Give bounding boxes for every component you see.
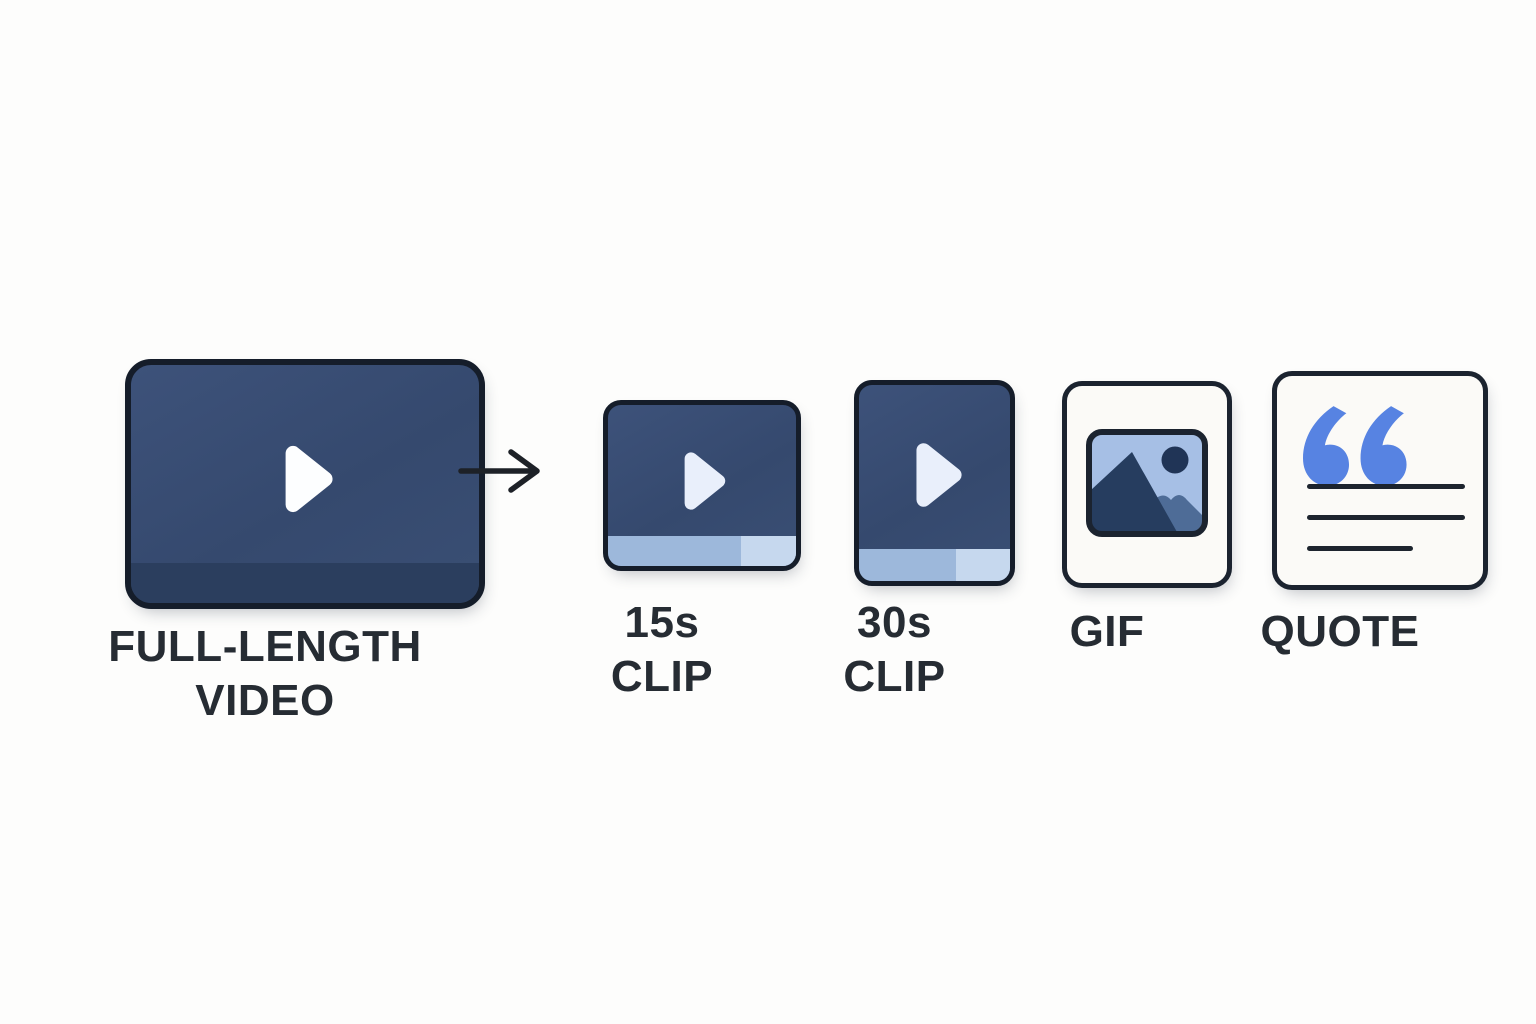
- quote-text-line: [1307, 484, 1465, 489]
- full-length-video-card: [125, 359, 485, 609]
- play-icon: [915, 443, 962, 507]
- clip-30s-card: [854, 380, 1015, 586]
- video-bottom-band: [131, 563, 479, 603]
- label-line: 15s: [624, 598, 700, 647]
- label-line: QUOTE: [1260, 607, 1420, 656]
- clip-progress-remaining: [741, 536, 796, 566]
- clip-progress-remaining: [955, 549, 1010, 581]
- clip-30s-label: 30s CLIP: [814, 596, 975, 704]
- clip-progress-bar: [859, 549, 1010, 581]
- image-icon: [1086, 429, 1208, 537]
- gif-card: [1062, 381, 1232, 588]
- gif-label: GIF: [1022, 605, 1192, 659]
- label-line: CLIP: [610, 652, 714, 701]
- play-icon: [285, 446, 333, 513]
- play-icon: [684, 452, 726, 510]
- label-line: GIF: [1069, 607, 1145, 656]
- label-line: VIDEO: [195, 676, 335, 725]
- quote-icon: [1303, 406, 1407, 486]
- label-line: 30s: [857, 598, 932, 647]
- quote-text-line: [1307, 515, 1465, 520]
- clip-15s-card: [603, 400, 801, 571]
- quote-label: QUOTE: [1222, 605, 1458, 659]
- arrow-right-icon: [458, 449, 540, 493]
- quote-card: [1272, 371, 1488, 590]
- clip-15s-label: 15s CLIP: [563, 596, 761, 704]
- full-length-video-label: FULL-LENGTH VIDEO: [85, 620, 445, 728]
- label-line: CLIP: [843, 652, 946, 701]
- clip-progress-bar: [608, 536, 796, 566]
- label-line: FULL-LENGTH: [108, 622, 422, 671]
- quote-text-line: [1307, 546, 1413, 551]
